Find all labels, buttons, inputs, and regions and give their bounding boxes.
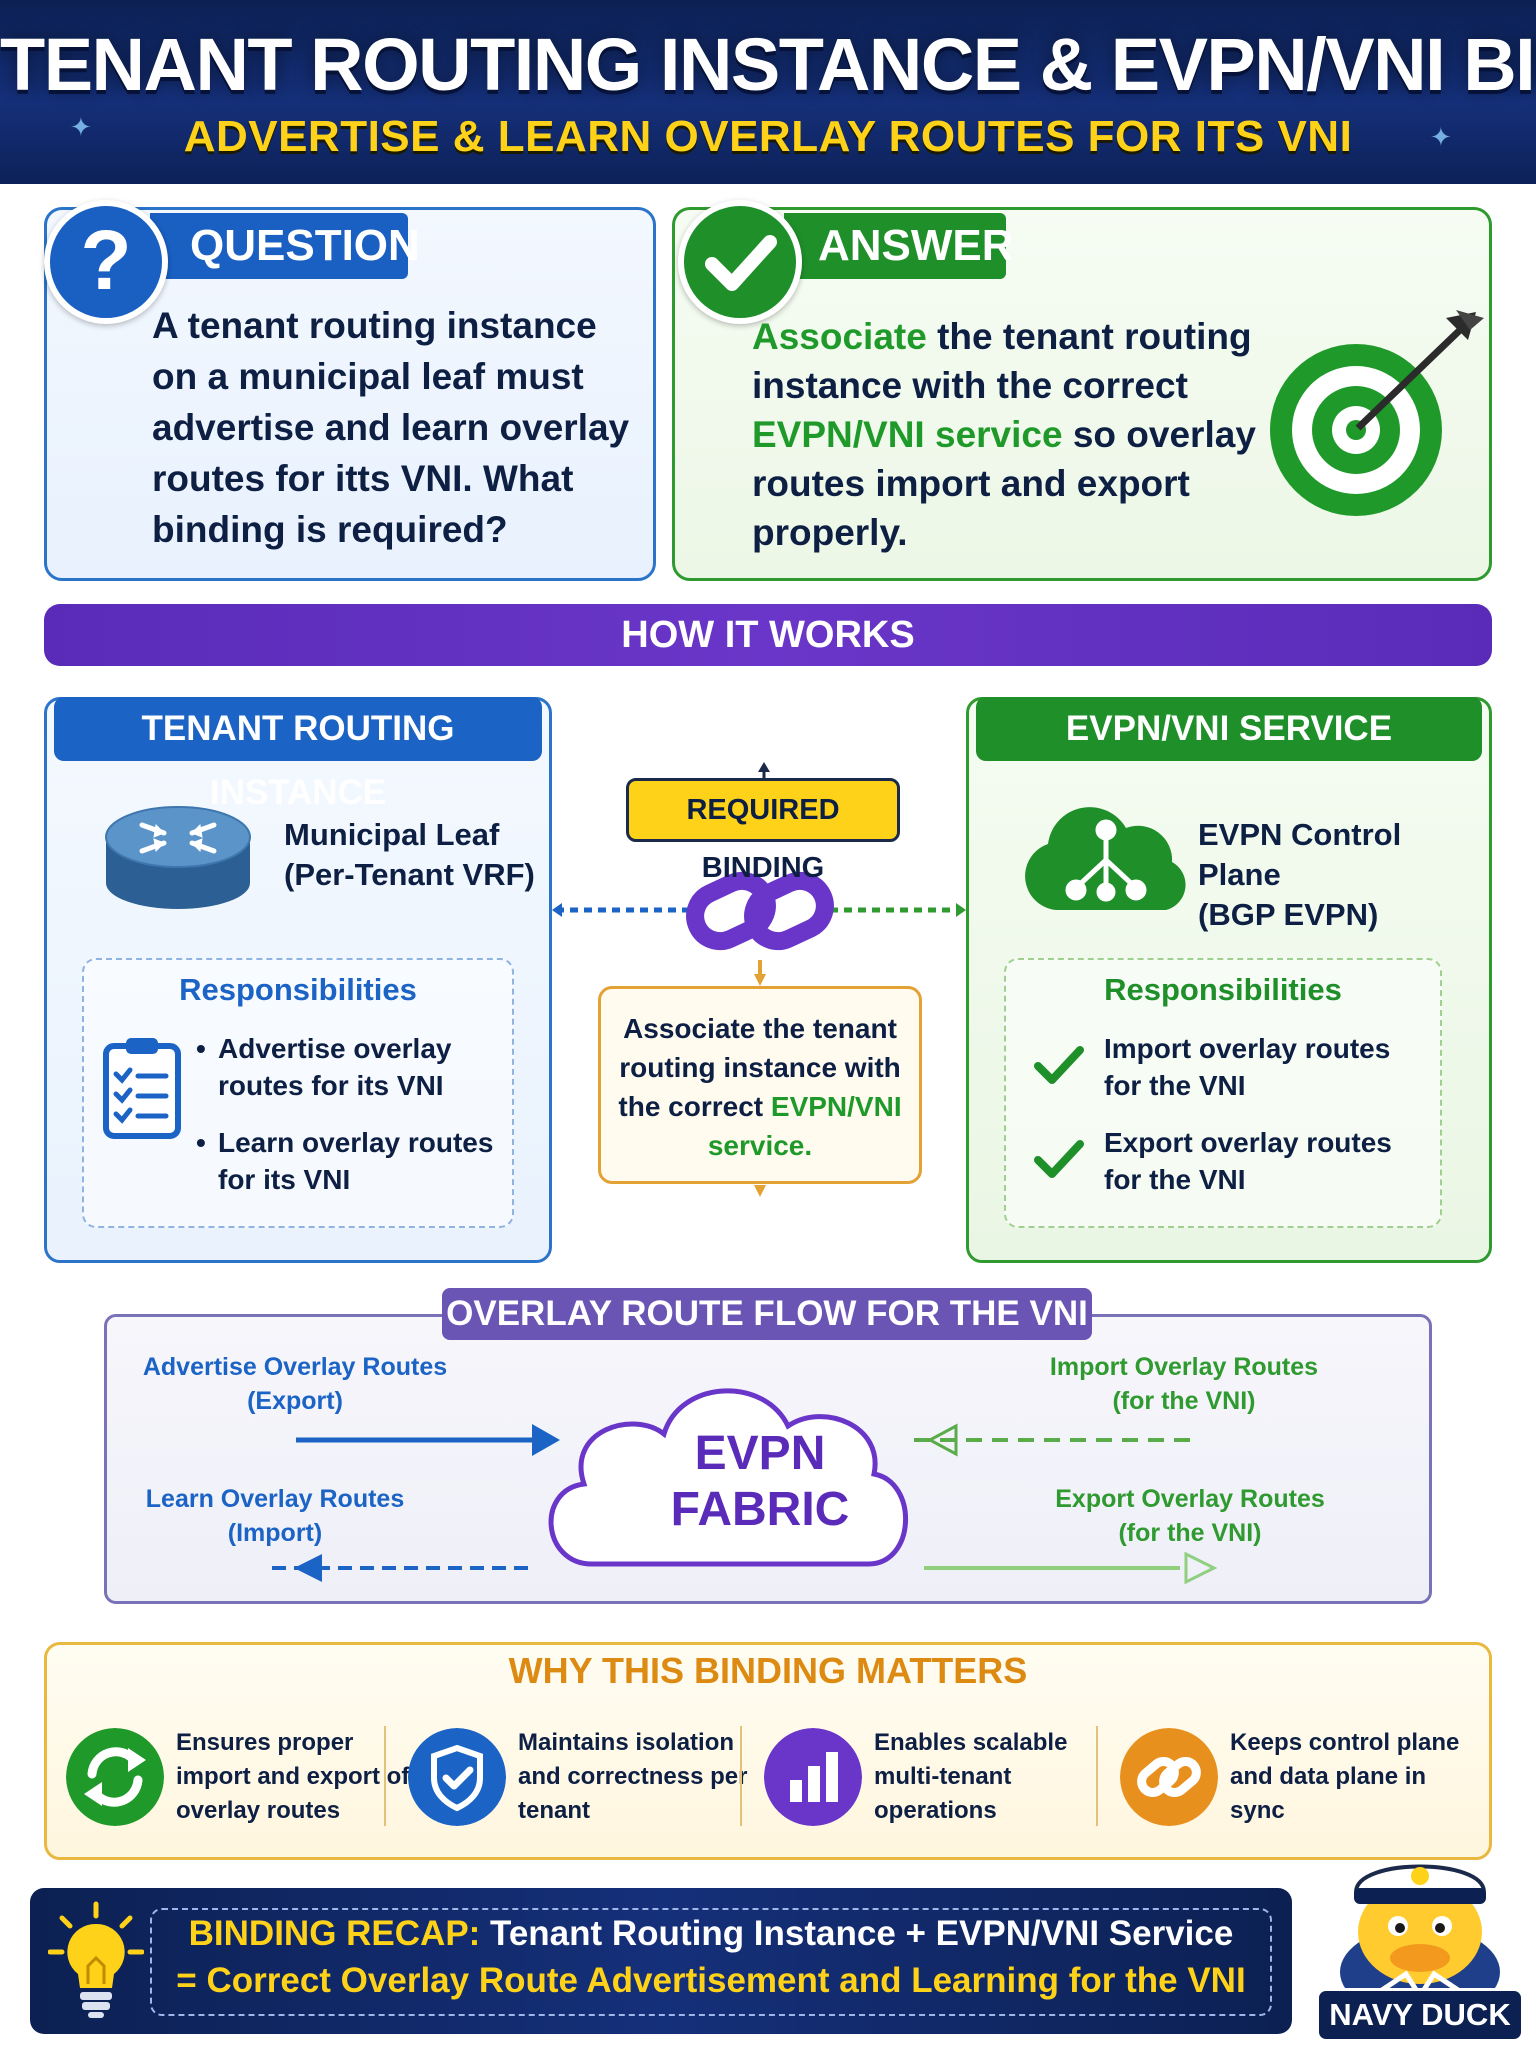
device-name: Municipal Leaf <box>284 817 500 852</box>
shield-check-icon <box>408 1728 506 1826</box>
divider <box>740 1726 742 1826</box>
divider <box>384 1726 386 1826</box>
evpn-fabric-label: EVPN FABRIC <box>620 1426 900 1538</box>
list-item-text: Import overlay routes for the VNI <box>1104 1033 1391 1101</box>
why-item-text: Keeps control plane and data plane in sy… <box>1230 1729 1460 1824</box>
recap-dashed-frame <box>150 1908 1272 2016</box>
answer-text-part: the tenant routing instance with the cor… <box>752 316 1252 406</box>
why-item: Enables scalable multi-tenant operations <box>764 1724 1084 1834</box>
flow-label-text: Import Overlay Routes <box>1049 1353 1319 1381</box>
tenant-responsibilities-title: Responsibilities <box>179 972 417 1007</box>
flow-label-text: Learn Overlay Routes <box>145 1485 405 1513</box>
why-item-text: Ensures proper import and export of over… <box>176 1729 410 1824</box>
check-icon <box>1034 1140 1084 1178</box>
evpn-responsibilities-list: Import overlay routes for the VNI Export… <box>1034 1030 1434 1218</box>
recap-text: Tenant Routing Instance + EVPN/VNI Servi… <box>480 1914 1234 1953</box>
question-mark-icon: ? <box>44 200 168 324</box>
binding-highlight: EVPN/VNI service. <box>707 1091 902 1161</box>
evpn-responsibilities-title: Responsibilities <box>1104 972 1342 1007</box>
why-item: Maintains isolation and correctness per … <box>408 1724 747 1834</box>
why-title: WHY THIS BINDING MATTERS <box>508 1650 1028 1691</box>
evpn-panel-heading: EVPN/VNI SERVICE <box>976 697 1482 761</box>
tenant-responsibilities-list: Advertise overlay routes for its VNI Lea… <box>196 1030 516 1218</box>
device-type: (Per-Tenant VRF) <box>284 857 535 892</box>
flow-label-text: (Import) <box>227 1519 323 1547</box>
tenant-panel-heading: TENANT ROUTING INSTANCE <box>54 697 542 812</box>
why-item-text: Maintains isolation and correctness per … <box>518 1729 748 1824</box>
answer-highlight: EVPN/VNI service <box>752 414 1063 455</box>
advertise-routes-label: Advertise Overlay Routes (Export) <box>130 1350 460 1418</box>
fabric-text: EVPN <box>694 1427 826 1480</box>
binding-description: Associate the tenant routing instance wi… <box>598 986 922 1184</box>
binding-connectors <box>552 762 966 1197</box>
list-item: Advertise overlay routes for its VNI <box>196 1030 516 1104</box>
divider <box>1096 1726 1098 1826</box>
recap-line-1: BINDING RECAP: Tenant Routing Instance +… <box>150 1914 1272 1954</box>
clipboard-icon <box>103 1038 181 1139</box>
service-name: EVPN Control Plane <box>1198 817 1402 892</box>
flow-label-text: Advertise Overlay Routes <box>142 1353 448 1381</box>
checkmark-icon <box>678 200 802 324</box>
list-item: Export overlay routes for the VNI <box>1034 1124 1434 1198</box>
answer-text-part: so overlay routes import and export prop… <box>752 414 1256 553</box>
router-icon <box>105 806 251 909</box>
question-text: A tenant routing instance on a municipal… <box>152 305 630 550</box>
why-binding-matters-box <box>44 1642 1492 1860</box>
why-item: Keeps control plane and data plane in sy… <box>1120 1724 1470 1834</box>
bar-chart-icon <box>764 1728 862 1826</box>
sync-icon <box>66 1728 164 1826</box>
page-subtitle: ADVERTISE & LEARN OVERLAY ROUTES FOR ITS… <box>183 112 1353 161</box>
target-icon <box>1270 310 1484 516</box>
flow-diagram <box>272 1388 1218 1585</box>
answer-label: ANSWER <box>784 213 1014 279</box>
recap-line-2: = Correct Overlay Route Advertisement an… <box>176 1961 1246 2000</box>
learn-routes-label: Learn Overlay Routes (Import) <box>130 1482 420 1550</box>
export-routes-label: Export Overlay Routes (for the VNI) <box>1040 1482 1340 1550</box>
why-item-text: Enables scalable multi-tenant operations <box>874 1729 1068 1824</box>
service-protocol: (BGP EVPN) <box>1198 897 1379 932</box>
binding-recap-banner <box>30 1888 1292 2034</box>
import-routes-label: Import Overlay Routes (for the VNI) <box>1036 1350 1332 1418</box>
evpn-responsibilities-box <box>1004 958 1442 1228</box>
list-item: Import overlay routes for the VNI <box>1034 1030 1434 1104</box>
recap-label: BINDING RECAP: <box>188 1914 481 1953</box>
mascot-label: NAVY DUCK <box>1316 1988 1524 2042</box>
header-banner: ✦ ✦ TENANT ROUTING INSTANCE & EVPN/VNI B… <box>0 0 1536 184</box>
binding-text: Associate the tenant routing instance wi… <box>618 1013 901 1122</box>
flow-label-text: (for the VNI) <box>1112 1387 1256 1415</box>
why-item: Ensures proper import and export of over… <box>66 1724 409 1834</box>
cloud-network-icon <box>1025 807 1186 910</box>
required-binding-label: REQUIRED BINDING <box>626 778 900 884</box>
flow-label-text: Export Overlay Routes <box>1055 1485 1325 1513</box>
link-icon <box>1120 1728 1218 1826</box>
sparkle-icon: ✦ <box>1430 122 1452 152</box>
sparkle-icon: ✦ <box>70 112 92 142</box>
flow-title: OVERLAY ROUTE FLOW FOR THE VNI <box>442 1288 1092 1340</box>
fabric-text: FABRIC <box>670 1483 850 1536</box>
evpn-control-plane-label: EVPN Control Plane (BGP EVPN) <box>1198 815 1488 935</box>
list-item-text: Export overlay routes for the VNI <box>1104 1127 1392 1195</box>
flow-label-text: (for the VNI) <box>1118 1519 1262 1547</box>
answer-highlight: Associate <box>752 316 927 357</box>
municipal-leaf-label: Municipal Leaf (Per-Tenant VRF) <box>284 815 544 895</box>
flow-label-text: (Export) <box>247 1387 343 1415</box>
list-item: Learn overlay routes for its VNI <box>196 1124 516 1198</box>
page-title: TENANT ROUTING INSTANCE & EVPN/VNI BINDI… <box>0 23 1536 106</box>
check-icon <box>1034 1046 1084 1084</box>
how-it-works-bar: HOW IT WORKS <box>44 604 1492 666</box>
answer-text: Associate the tenant routing instance wi… <box>752 312 1272 557</box>
question-label: QUESTION <box>150 213 420 279</box>
lightbulb-icon <box>48 1901 144 2018</box>
